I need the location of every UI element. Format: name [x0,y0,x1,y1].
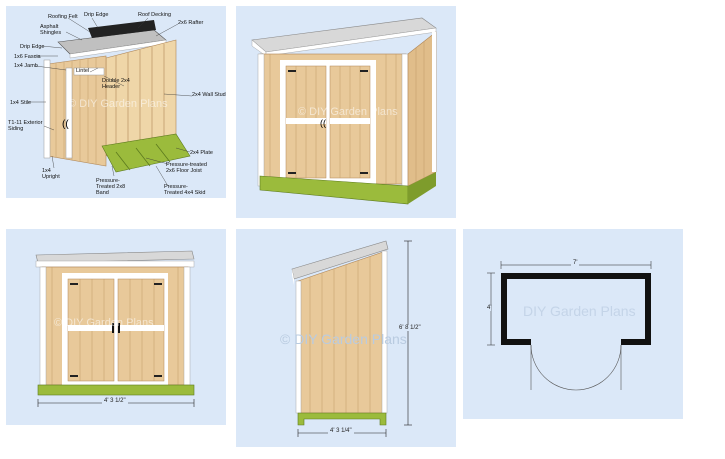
exploded-view-panel: (( Roofing Felt Drip Edge Roof Decking 2… [6,6,226,198]
label-floor-joist: Pressure-treated 2x6 Floor Joist [166,162,207,174]
floor-plan-panel: 7' 4' DIY Garden Plans [463,229,683,419]
label-plate: 2x4 Plate [190,150,213,156]
label-drip-edge-side: Drip Edge [20,44,45,50]
svg-text:((: (( [320,118,326,128]
label-roofing-felt: Roofing Felt [48,14,78,20]
label-asphalt-shingles: Asphalt Shingles [40,24,62,36]
label-wall-stud: 2x4 Wall Stud [192,92,226,98]
front-elevation-drawing [35,250,195,407]
label-roof-decking: Roof Decking [138,12,172,18]
label-jamb: 1x4 Jamb [14,63,38,69]
label-band: Pressure-Treated 2x8 Band [96,178,126,196]
label-fascia: 1x6 Fascia [14,54,41,60]
front-width-dimension: 4' 3 1/2" [102,398,128,404]
watermark-front: © DIY Garden Plans [54,317,154,329]
perspective-drawing: (( [251,17,437,205]
svg-text:((: (( [62,119,69,130]
watermark-plan: DIY Garden Plans [523,303,636,319]
side-height-dimension: 6' 8 1/2" [398,325,422,331]
label-double-header: Double 2x4 Header [102,78,130,90]
label-drip-edge-top: Drip Edge [84,12,109,18]
exploded-view-drawing: (( [28,17,193,187]
label-upright: 1x4 Upright [42,168,60,180]
floor-plan-drawing [487,261,652,391]
plan-depth-dimension: 4' [487,305,492,311]
watermark-side: © DIY Garden Plans [280,331,407,347]
watermark: © DIY Garden Plans [68,98,168,110]
front-elevation-panel: 4' 3 1/2" © DIY Garden Plans [6,229,226,425]
side-elevation-drawing [291,240,412,437]
label-skid: Pressure-Treated 4x4 Skid [164,184,206,196]
plan-width-dimension: 7' [571,260,580,266]
label-rafter: 2x6 Rafter [178,20,204,26]
side-elevation-panel: 6' 8 1/2" 4' 3 1/4" © DIY Garden Plans [236,229,456,447]
watermark-perspective: © DIY Garden Plans [298,106,398,118]
label-lintel: Lintel [76,68,90,74]
label-stile: 1x4 Stile [10,100,32,106]
side-width-dimension: 4' 3 1/4" [328,428,354,434]
perspective-view-panel: (( © DIY Garden Plans [236,6,456,218]
label-siding: T1-11 Exterior Siding [8,120,43,132]
